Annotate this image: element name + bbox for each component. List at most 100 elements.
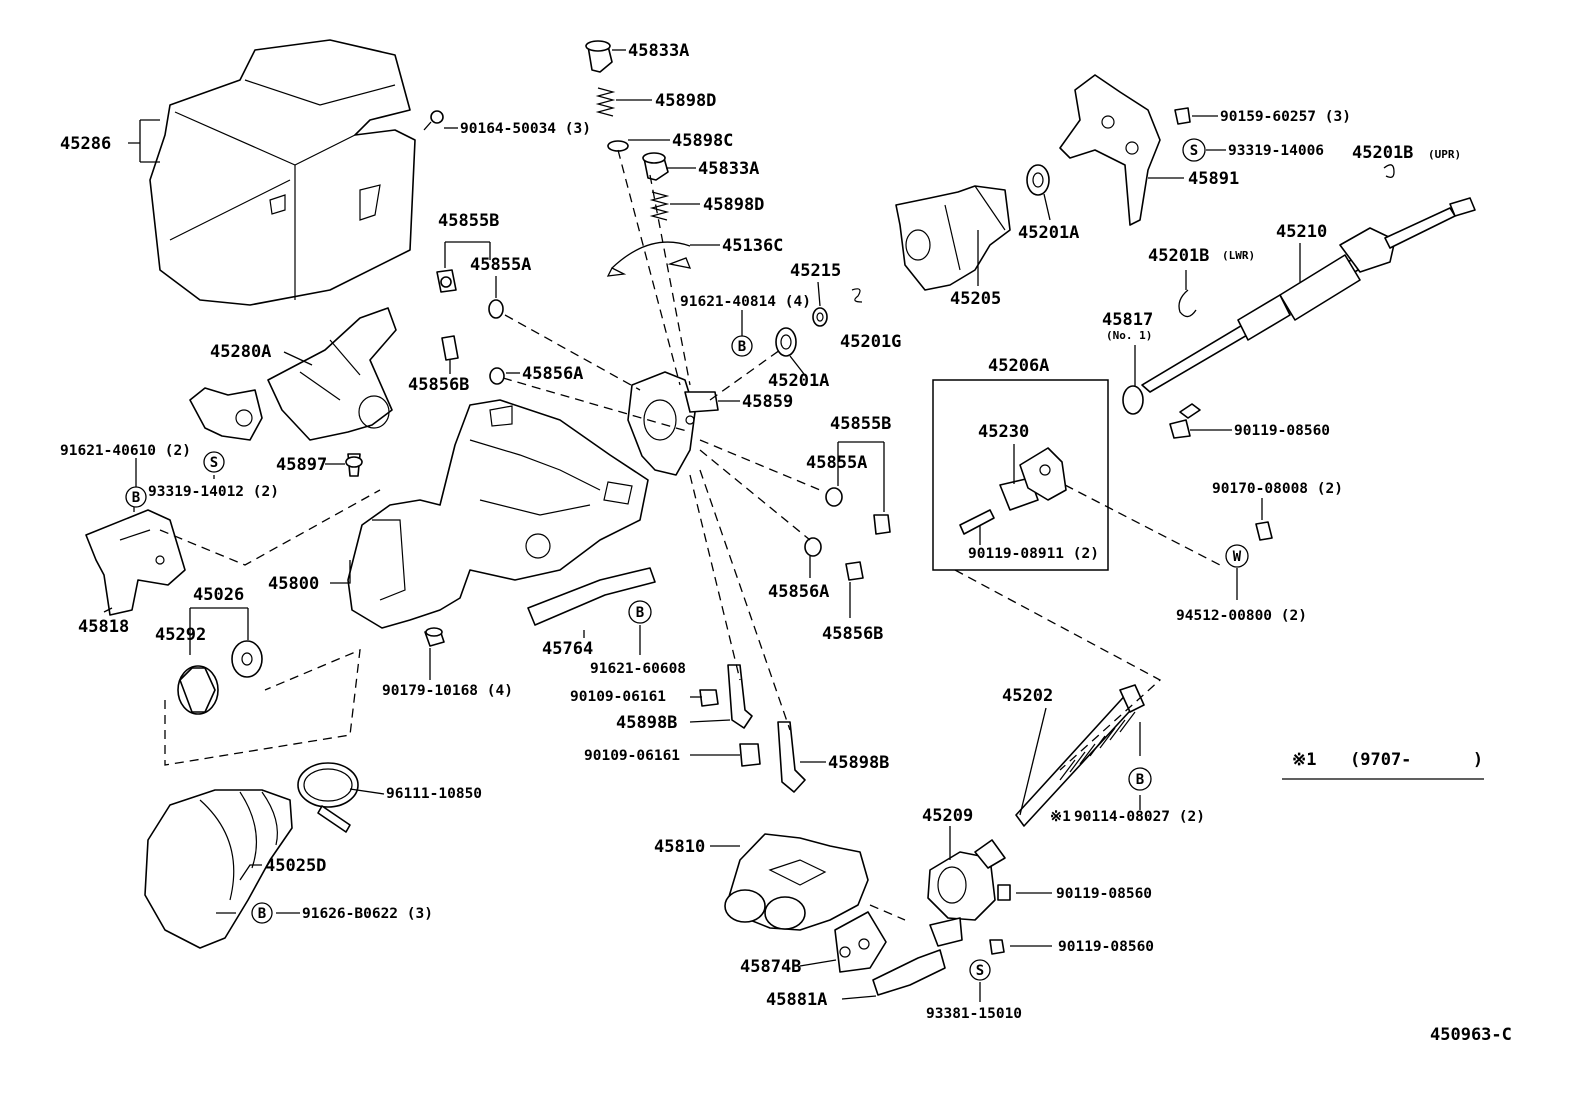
svg-text:B: B — [1136, 772, 1144, 788]
label-91621-40610: 91621-40610 (2) — [60, 443, 191, 459]
joint-45209-illustration — [927, 839, 1011, 955]
label-45201G: 45201G — [840, 332, 901, 352]
label-90164-50034: 90164-50034 (3) — [460, 121, 591, 137]
label-45026: 45026 — [193, 585, 244, 605]
label-94512-00800: 94512-00800 (2) — [1176, 608, 1307, 624]
label-90119-08560-b: 90119-08560 — [1058, 939, 1154, 955]
intermediate-shaft-illustration — [1015, 684, 1145, 827]
symbol-s-93319-14012: S — [203, 451, 225, 473]
label-90114-08027: 90114-08027 (2) — [1074, 809, 1205, 825]
applicability-note: ※1 (9707- ) — [1292, 750, 1483, 770]
tilt-support-45205-illustration — [895, 185, 1011, 291]
label-90159-60257: 90159-60257 (3) — [1220, 109, 1351, 125]
joint-assembly-45206A-illustration — [959, 447, 1067, 535]
bolt-nut-right-illustrations — [1169, 419, 1273, 541]
label-45855A-left: 45855A — [470, 255, 531, 275]
symbol-s-93381-15010: S — [969, 959, 991, 981]
label-45286: 45286 — [60, 134, 111, 154]
label-45210: 45210 — [1276, 222, 1327, 242]
label-45898B-a: 45898B — [616, 713, 677, 733]
clips-bushing-illustrations — [1122, 164, 1395, 415]
label-45810: 45810 — [654, 837, 705, 857]
label-45855A-right: 45855A — [806, 453, 867, 473]
label-45891: 45891 — [1188, 169, 1239, 189]
note-range: (9707- ) — [1350, 750, 1483, 770]
label-45833A-mid: 45833A — [698, 159, 759, 179]
bracket-45818-illustration — [85, 509, 186, 616]
label-45856B-right: 45856B — [822, 624, 883, 644]
label-45897: 45897 — [276, 455, 327, 475]
column-bracket-illustration — [347, 399, 649, 629]
assembly-45206A-box — [932, 379, 1109, 571]
bracket-45891-illustration — [1059, 74, 1161, 226]
symbol-b-91626-b0622: B — [251, 902, 273, 924]
label-91621-40814: 91621-40814 (4) — [680, 294, 811, 310]
wire-clip-illustration — [606, 241, 692, 277]
bushing-bolt-right-illustrations — [804, 487, 891, 581]
svg-text:S: S — [210, 455, 218, 471]
label-45202: 45202 — [1002, 686, 1053, 706]
svg-text:S: S — [976, 963, 984, 979]
tilt-bracket-illustration — [627, 371, 719, 476]
plunger-spring-illustrations — [585, 40, 670, 221]
label-45201B-upr: 45201B — [1352, 143, 1413, 163]
bearing-45292-45026-illustrations — [177, 640, 263, 715]
label-90109-06161-b: 90109-06161 — [584, 748, 680, 764]
label-45215: 45215 — [790, 261, 841, 281]
lock-housing-illustration — [189, 307, 397, 441]
label-45292: 45292 — [155, 625, 206, 645]
label-90179-10168: 90179-10168 (4) — [382, 683, 513, 699]
label-45818: 45818 — [78, 617, 129, 637]
label-45898B-b: 45898B — [828, 753, 889, 773]
nut-90179-illustration — [424, 627, 445, 647]
bushing-bolt-left-illustrations — [436, 269, 505, 385]
tilt-motor-assembly-illustration — [724, 833, 946, 996]
label-45881A: 45881A — [766, 990, 827, 1010]
label-45856B-left: 45856B — [408, 375, 469, 395]
label-90119-08911: 90119-08911 (2) — [968, 546, 1099, 562]
label-45800: 45800 — [268, 574, 319, 594]
label-90119-08560-c: 90119-08560 — [1234, 423, 1330, 439]
label-note-mark-inline: ※1 — [1050, 809, 1071, 825]
note-mark: ※1 — [1292, 750, 1316, 770]
symbol-s-93319-14006: S — [1182, 138, 1206, 162]
label-45856A-right: 45856A — [768, 582, 829, 602]
lever-45898B-illustrations — [699, 664, 806, 793]
symbol-b-91621-40610: B — [125, 486, 147, 508]
part-number-labels: 45286 90164-50034 (3) 45833A 45898D 4589… — [60, 41, 1461, 1022]
pin-45897-illustration — [345, 453, 363, 477]
symbol-b-91621-40814: B — [731, 335, 753, 357]
lever-45764-illustration — [527, 567, 656, 626]
svg-text:B: B — [258, 906, 266, 922]
label-90119-08560-a: 90119-08560 — [1056, 886, 1152, 902]
label-45205: 45205 — [950, 289, 1001, 309]
assembly-dashed-lines — [159, 149, 1221, 921]
svg-text:B: B — [738, 339, 746, 355]
label-45201B-upr-tag: (UPR) — [1428, 148, 1461, 161]
label-45898C: 45898C — [672, 131, 733, 151]
label-96111-10850: 96111-10850 — [386, 786, 482, 802]
label-45201A-mid: 45201A — [768, 371, 829, 391]
svg-text:W: W — [1233, 549, 1242, 565]
label-93319-14006: 93319-14006 — [1228, 143, 1324, 159]
label-45898D-top: 45898D — [655, 91, 716, 111]
label-45859: 45859 — [742, 392, 793, 412]
label-90170-08008: 90170-08008 (2) — [1212, 481, 1343, 497]
label-45898D-mid: 45898D — [703, 195, 764, 215]
label-91626-B0622: 91626-B0622 (3) — [302, 906, 433, 922]
screw-90159-illustration — [1174, 107, 1191, 125]
label-45201B-lwr: 45201B — [1148, 246, 1209, 266]
svg-text:B: B — [636, 605, 644, 621]
symbol-b-90114-08027: B — [1128, 767, 1152, 791]
washer-spring-bearing-illustrations — [775, 288, 863, 357]
label-45817-tag: (No. 1) — [1106, 329, 1152, 342]
label-45874B: 45874B — [740, 957, 801, 977]
boot-clamp-illustration — [144, 762, 359, 949]
svg-text:B: B — [132, 490, 140, 506]
label-45856A-left: 45856A — [522, 364, 583, 384]
label-45855B-left: 45855B — [438, 211, 499, 231]
symbol-b-91621-60608: B — [628, 600, 652, 624]
bearing-45201A-top-illustration — [1026, 164, 1050, 196]
label-45206A: 45206A — [988, 356, 1049, 376]
